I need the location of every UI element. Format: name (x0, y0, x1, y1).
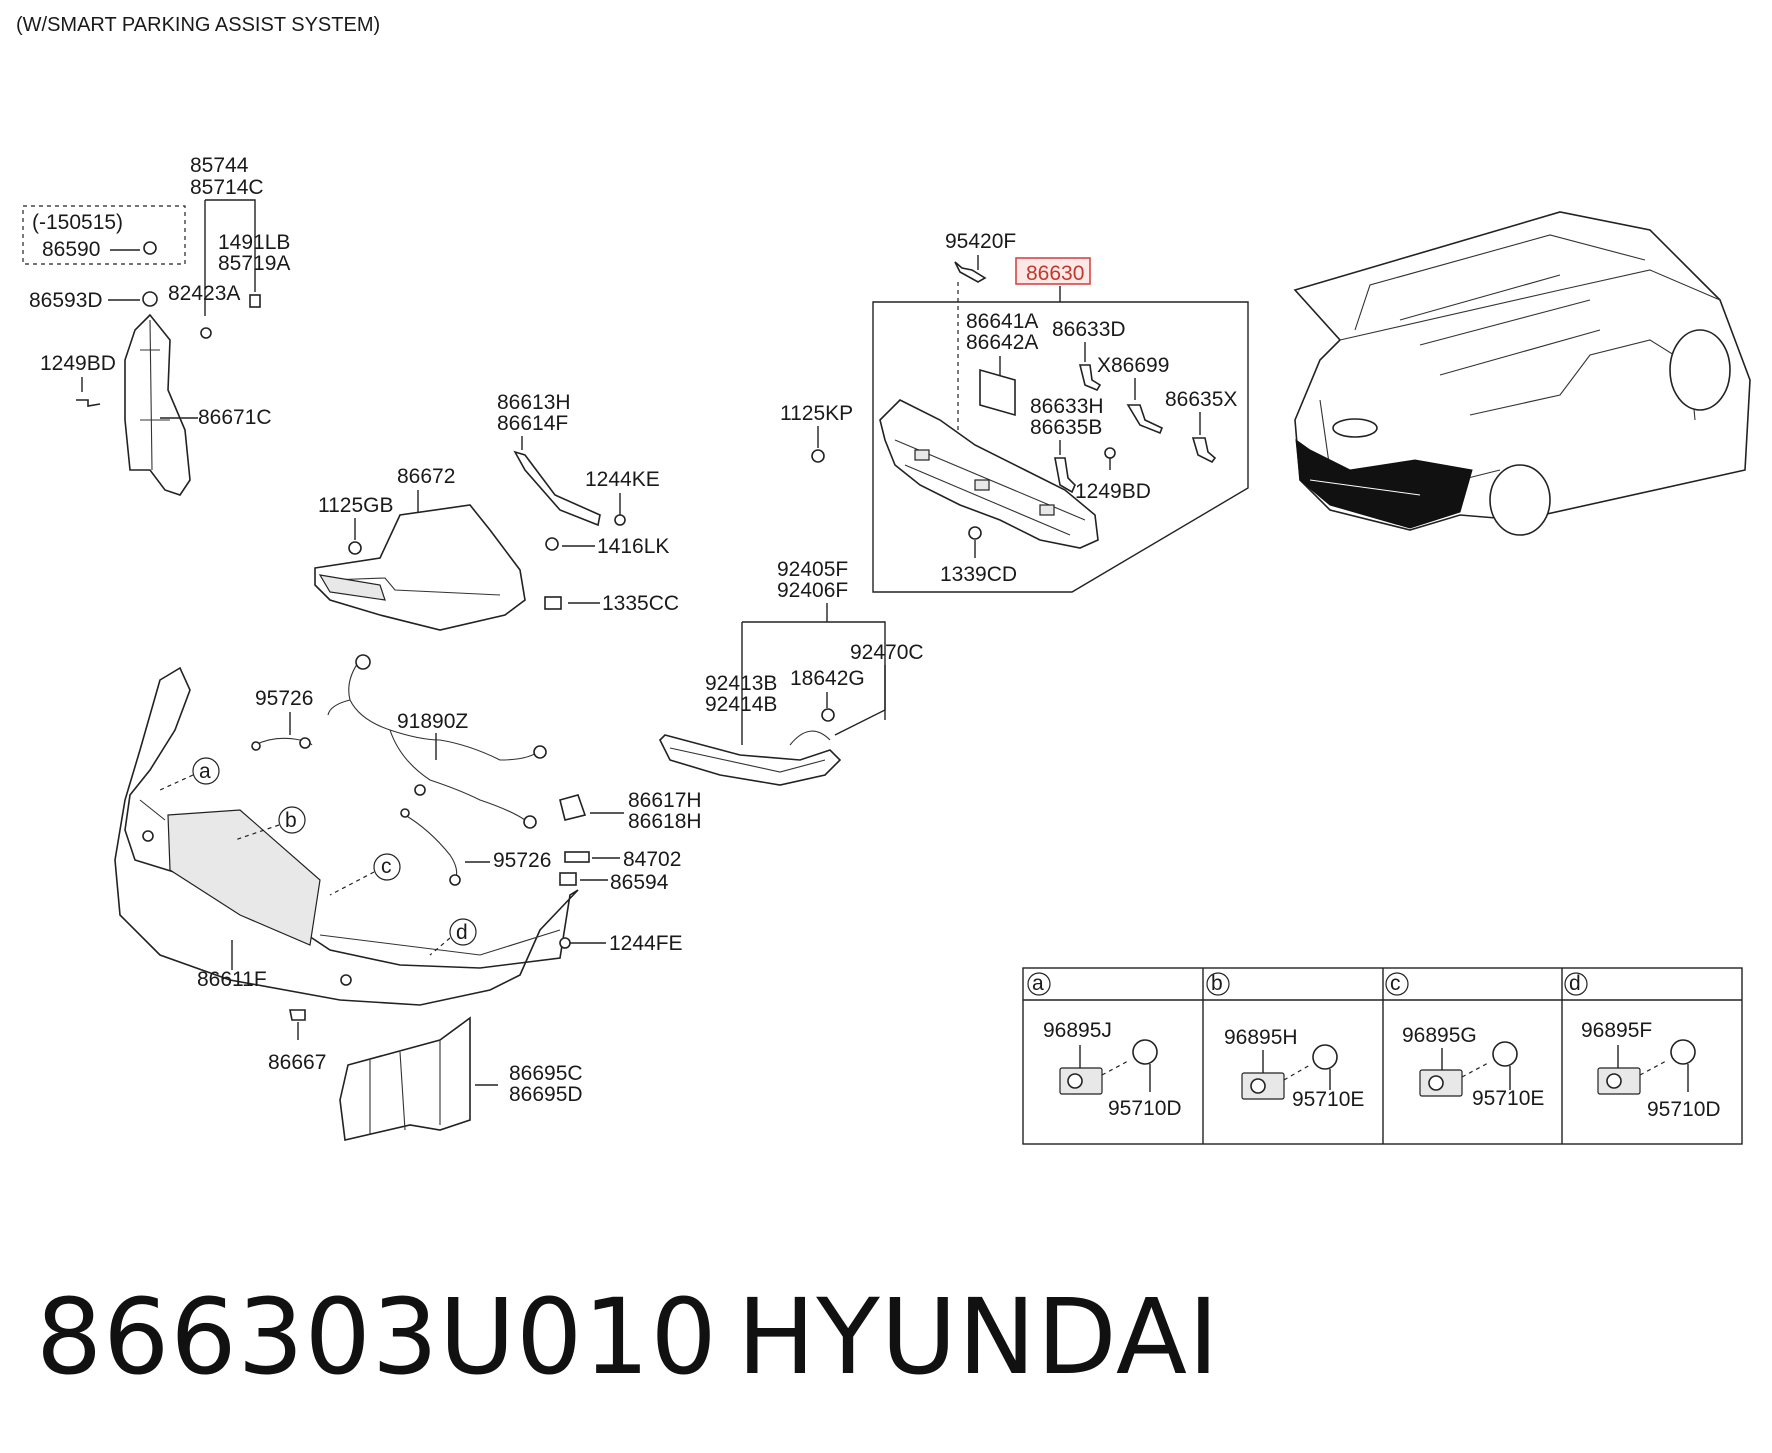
sensor-cell-a-key: a (1032, 972, 1044, 995)
label-1339CD[interactable]: 1339CD (940, 563, 1017, 586)
label-86641A[interactable]: 86641A (966, 310, 1038, 333)
sensor-cell-d: d 96895F 95710D (1564, 972, 1721, 1121)
label-86594[interactable]: 86594 (610, 871, 669, 894)
sensor-cell-b: b 96895H 95710E (1206, 972, 1364, 1111)
upper-cover-group: 86613H 86614F 1244KE 86672 1125GB 1416LK… (314, 391, 679, 631)
footer-brand: HYUNDAI (737, 1276, 1220, 1398)
sensor-a-upper-label[interactable]: 96895J (1043, 1019, 1112, 1042)
callout-b-text: b (285, 809, 297, 832)
label-1244FE[interactable]: 1244FE (609, 932, 683, 955)
label-86635X[interactable]: 86635X (1165, 388, 1237, 411)
side-bracket-group: 85744 85714C 1491LB 85719A (-150515) 865… (22, 154, 290, 496)
label-82423A[interactable]: 82423A (168, 282, 240, 305)
sensor-cell-a: a 96895J 95710D (1027, 972, 1182, 1120)
label-91890Z[interactable]: 91890Z (397, 710, 468, 733)
label-86642A[interactable]: 86642A (966, 331, 1038, 354)
sensor-b-upper-label[interactable]: 96895H (1224, 1026, 1298, 1049)
label-1125GB[interactable]: 1125GB (318, 494, 394, 517)
highlight-box-86630[interactable] (1015, 257, 1091, 285)
reinforcement-frame (872, 301, 1249, 593)
label-1244KE[interactable]: 1244KE (585, 468, 660, 491)
label-86695C[interactable]: 86695C (509, 1062, 583, 1085)
highlighted-rear-bumper (1295, 438, 1473, 529)
sensor-cell-d-key: d (1569, 972, 1581, 995)
sensor-d-lower-label[interactable]: 95710D (1647, 1098, 1721, 1121)
label-85719A[interactable]: 85719A (218, 252, 290, 275)
label-1335CC[interactable]: 1335CC (602, 592, 679, 615)
date-note[interactable]: (-150515) (32, 211, 123, 234)
label-95726-bot[interactable]: 95726 (493, 849, 551, 872)
label-92413B[interactable]: 92413B (705, 672, 777, 695)
label-92405F[interactable]: 92405F (777, 558, 848, 581)
label-92406F[interactable]: 92406F (777, 579, 848, 602)
callout-d (449, 918, 477, 946)
label-86671C[interactable]: 86671C (198, 406, 272, 429)
label-86695D[interactable]: 86695D (509, 1083, 583, 1106)
label-85714C[interactable]: 85714C (190, 176, 264, 199)
label-92414B[interactable]: 92414B (705, 693, 777, 716)
label-86667[interactable]: 86667 (268, 1051, 326, 1074)
label-86617H[interactable]: 86617H (628, 789, 702, 812)
label-86635B[interactable]: 86635B (1030, 416, 1102, 439)
label-92470C[interactable]: 92470C (850, 641, 924, 664)
sensor-cell-c: c 96895G 95710E (1385, 972, 1544, 1110)
label-86613H[interactable]: 86613H (497, 391, 571, 414)
label-86633H[interactable]: 86633H (1030, 395, 1104, 418)
callout-b (278, 806, 306, 834)
sensor-a-lower-label[interactable]: 95710D (1108, 1097, 1182, 1120)
label-1416LK[interactable]: 1416LK (597, 535, 669, 558)
callout-a (192, 757, 220, 785)
label-86633D[interactable]: 86633D (1052, 318, 1126, 341)
label-86618H[interactable]: 86618H (628, 810, 702, 833)
label-86672[interactable]: 86672 (397, 465, 455, 488)
license-recess (167, 809, 321, 946)
sensor-d-upper-label[interactable]: 96895F (1581, 1019, 1652, 1042)
label-1249BD-right[interactable]: 1249BD (1075, 480, 1151, 503)
label-1491LB[interactable]: 1491LB (218, 231, 290, 254)
callout-a-text: a (199, 760, 211, 783)
sensor-table: a 96895J 95710D b 96895H 95710E c 96895G (1022, 967, 1743, 1145)
sensor-cell-c-key: c (1390, 972, 1401, 995)
reflector-group: 92405F 92406F 92470C 18642G 92413B 92414… (659, 558, 924, 786)
sensor-c-lower-label[interactable]: 95710E (1472, 1087, 1544, 1110)
callout-d-text: d (456, 921, 468, 944)
callout-c-text: c (381, 855, 392, 878)
label-85744[interactable]: 85744 (190, 154, 249, 177)
sensor-cell-b-key: b (1211, 972, 1223, 995)
label-95420F[interactable]: 95420F (945, 230, 1016, 253)
car-locator (1293, 211, 1751, 536)
label-86593D[interactable]: 86593D (29, 289, 103, 312)
label-86614F[interactable]: 86614F (497, 412, 568, 435)
reinforcement-group: 95420F 86630 86641A 86642A 86633D X86699… (780, 230, 1249, 593)
label-95726-top[interactable]: 95726 (255, 687, 313, 710)
footer-part-number: 866303U010 (36, 1276, 718, 1398)
date-range-box (22, 205, 186, 265)
label-X86699[interactable]: X86699 (1097, 354, 1169, 377)
label-84702[interactable]: 84702 (623, 848, 681, 871)
sensor-c-upper-label[interactable]: 96895G (1402, 1024, 1477, 1047)
header-note: (W/SMART PARKING ASSIST SYSTEM) (16, 14, 380, 36)
label-86590[interactable]: 86590 (42, 238, 100, 261)
label-1249BD-left[interactable]: 1249BD (40, 352, 116, 375)
label-86630[interactable]: 86630 (1026, 262, 1084, 285)
bumper-group: a b c d 86611F 95726 91890Z 95726 8661 (114, 654, 702, 1141)
label-18642G[interactable]: 18642G (790, 667, 865, 690)
sensor-b-lower-label[interactable]: 95710E (1292, 1088, 1364, 1111)
callout-c (373, 853, 401, 881)
label-1125KP[interactable]: 1125KP (780, 402, 853, 425)
label-86611F[interactable]: 86611F (197, 968, 267, 991)
